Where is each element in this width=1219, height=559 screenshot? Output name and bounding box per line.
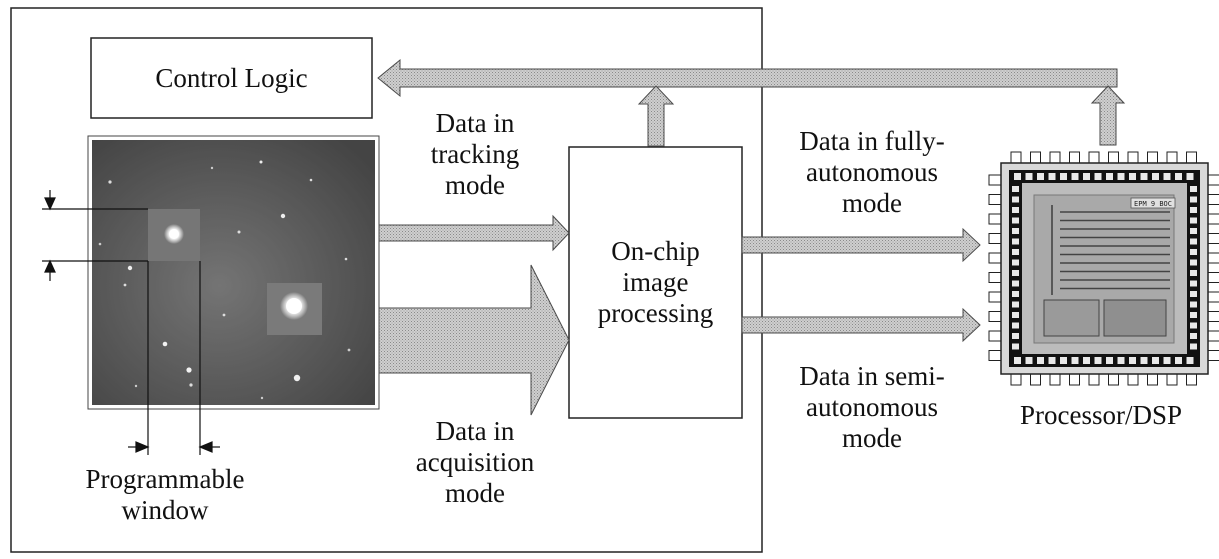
chip-icon: EPM 9 BOC <box>988 151 1219 386</box>
arrow-processing-up <box>637 85 675 147</box>
arrow-processor-up <box>1090 85 1126 146</box>
window-dimension-markers <box>42 190 220 455</box>
arrow-processor-to-control <box>377 58 1118 98</box>
starfield-image <box>87 135 380 410</box>
data-semi-autonomous-label: Data in semi- autonomous mode <box>799 361 945 453</box>
arrow-semi-autonomous <box>741 307 981 343</box>
programmable-window-label: Programmable window <box>85 464 245 525</box>
arrow-acquisition-mode <box>378 264 570 416</box>
image-processing-label: On-chip image processing <box>597 236 714 328</box>
chip-marking: EPM 9 BOC <box>1134 200 1172 208</box>
data-fully-autonomous-label: Data in fully- autonomous mode <box>799 126 945 218</box>
data-tracking-label: Data in tracking mode <box>430 108 520 200</box>
arrow-tracking-mode <box>378 214 570 252</box>
processor-label: Processor/DSP <box>1019 400 1182 430</box>
imager-chip-outline <box>10 7 763 553</box>
control-logic-box <box>90 37 373 119</box>
arrow-fully-autonomous <box>741 227 981 263</box>
data-acquisition-label: Data in acquisition mode <box>415 416 535 508</box>
image-processing-box <box>568 146 743 419</box>
control-logic-label: Control Logic <box>155 62 308 93</box>
